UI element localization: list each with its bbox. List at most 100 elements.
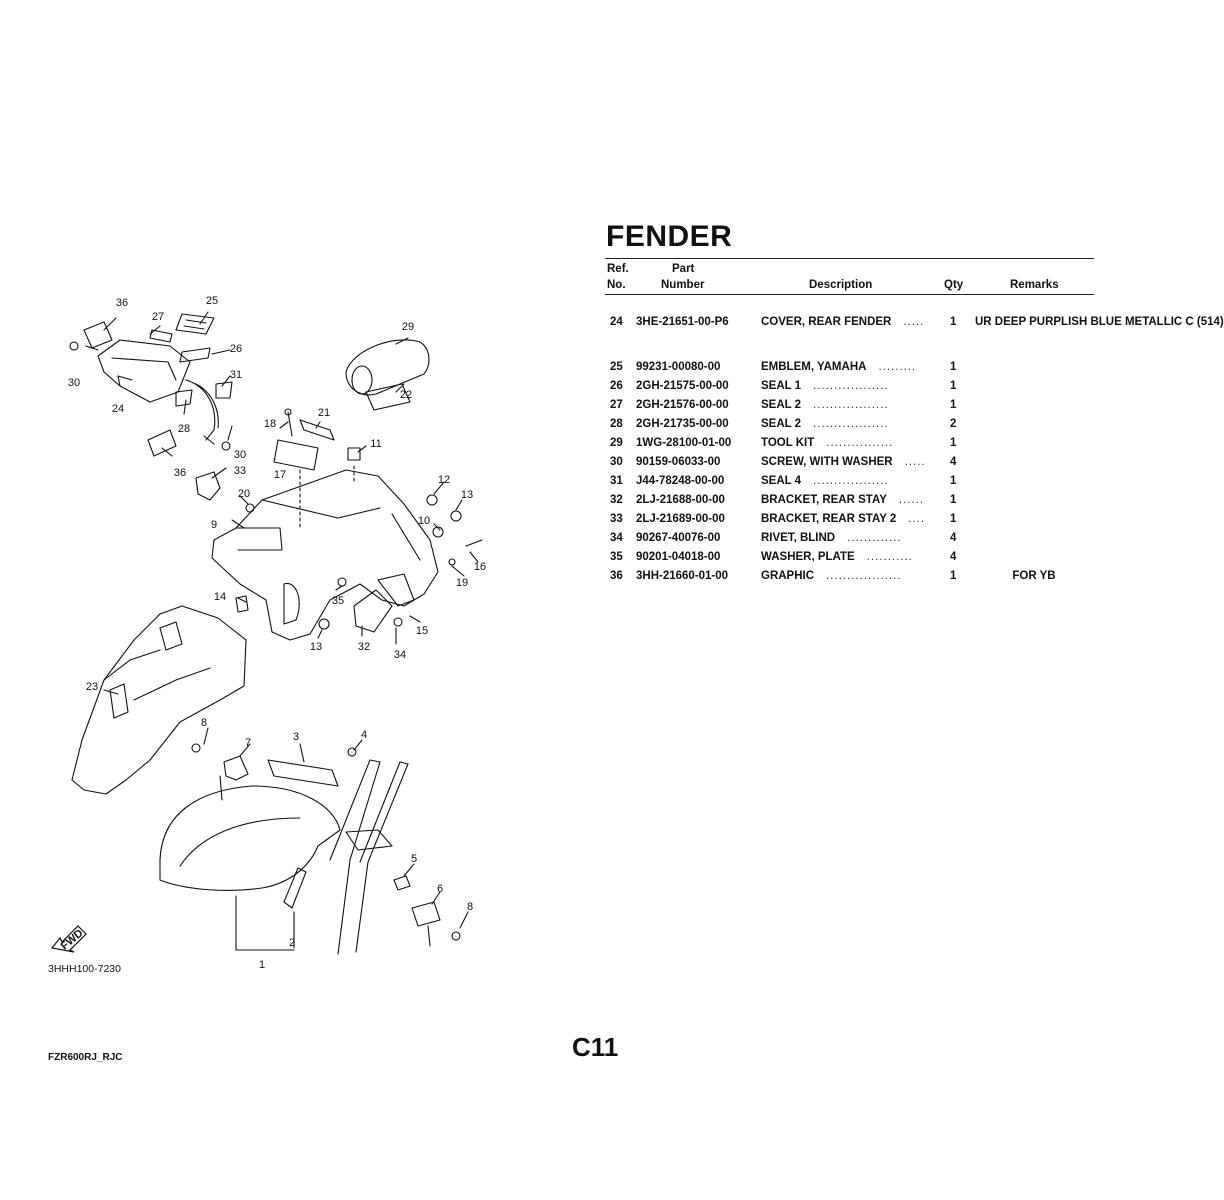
callout-number: 15	[416, 625, 428, 637]
qty-cell: 4	[950, 456, 957, 468]
callout-number: 4	[361, 729, 367, 741]
description-text: RIVET, BLIND	[761, 532, 836, 544]
table-top-rule	[605, 258, 1094, 259]
bolt-8-left	[191, 743, 201, 753]
callout-number: 36	[116, 297, 128, 309]
bracket-6	[411, 901, 441, 927]
header-ref-2: No.	[607, 279, 626, 291]
callout-number: 1	[259, 959, 265, 971]
part-number-cell: 90201-04018-00	[636, 551, 721, 563]
part-number-cell: 2LJ-21688-00-00	[636, 494, 725, 506]
ref-cell: 32	[610, 494, 623, 506]
qty-cell: 4	[950, 532, 957, 544]
ref-cell: 31	[610, 475, 623, 487]
callout-number: 36	[174, 467, 186, 479]
grommet-12	[426, 494, 438, 506]
ref-cell: 29	[610, 437, 623, 449]
description-cell: COVER, REAR FENDER.....	[761, 316, 924, 328]
nut-20	[245, 503, 255, 513]
graphic-decal-lower	[147, 429, 177, 457]
description-text: TOOL KIT	[761, 437, 815, 449]
bolt-13-upper	[450, 510, 462, 522]
description-cell: SEAL 2..................	[761, 418, 889, 430]
header-remarks: Remarks	[1010, 279, 1059, 291]
description-leader-dots: ................	[826, 437, 894, 449]
description-text: SCREW, WITH WASHER	[761, 456, 893, 468]
part-number-cell: 90159-06033-00	[636, 456, 721, 468]
callout-number: 30	[68, 377, 80, 389]
qty-cell: 4	[950, 551, 957, 563]
callout-number: 13	[310, 641, 322, 653]
part-number-cell: 3HE-21651-00-P6	[636, 316, 729, 328]
part-number-cell: 2GH-21735-00-00	[636, 418, 729, 430]
description-leader-dots: .....	[904, 456, 926, 468]
description-leader-dots: ......	[898, 494, 925, 506]
part-number-cell: 2GH-21576-00-00	[636, 399, 729, 411]
ref-cell: 34	[610, 532, 623, 544]
qty-cell: 1	[950, 437, 957, 449]
callout-number: 26	[230, 343, 242, 355]
description-cell: GRAPHIC..................	[761, 570, 902, 582]
ref-cell: 30	[610, 456, 623, 468]
ref-cell: 27	[610, 399, 623, 411]
bracket-15	[377, 573, 415, 607]
callout-number: 24	[112, 403, 124, 415]
callout-number: 8	[201, 717, 207, 729]
damper-11	[347, 447, 361, 461]
description-leader-dots: ..................	[813, 418, 889, 430]
callout-number: 27	[152, 311, 164, 323]
callout-number: 14	[214, 591, 226, 603]
callout-number: 5	[411, 853, 417, 865]
qty-cell: 1	[950, 494, 957, 506]
seal-1	[179, 347, 211, 363]
description-text: COVER, REAR FENDER	[761, 316, 892, 328]
description-cell: BRACKET, REAR STAY......	[761, 494, 924, 506]
description-leader-dots: ..................	[813, 475, 889, 487]
description-leader-dots: .....	[903, 316, 925, 328]
bolt-4	[347, 747, 357, 757]
emblem-yamaha	[175, 313, 215, 335]
callout-number: 35	[332, 595, 344, 607]
callout-number: 31	[230, 369, 242, 381]
reflector	[283, 867, 307, 909]
remarks-cell: FOR YB	[1012, 570, 1056, 582]
description-text: SEAL 2	[761, 418, 802, 430]
tool-kit-case	[365, 383, 411, 411]
front-fender	[159, 785, 341, 891]
callout-number: 33	[234, 465, 246, 477]
table-row: 32 2LJ-21688-00-00 1 BRACKET, REAR STAY....…	[0, 494, 1200, 512]
callout-number: 23	[86, 681, 98, 693]
description-leader-dots: .........	[878, 361, 917, 373]
callout-number: 34	[394, 649, 406, 661]
qty-cell: 1	[950, 475, 957, 487]
cap-5	[393, 875, 411, 891]
callout-number: 30	[234, 449, 246, 461]
remarks-cell: UR DEEP PURPLISH BLUE METALLIC C (514)	[975, 316, 1224, 328]
qty-cell: 1	[950, 399, 957, 411]
description-text: SEAL 1	[761, 380, 802, 392]
description-cell: SEAL 2..................	[761, 399, 889, 411]
callout-number: 20	[238, 488, 250, 500]
ref-cell: 35	[610, 551, 623, 563]
part-number-cell: 1WG-28100-01-00	[636, 437, 732, 449]
ref-cell: 36	[610, 570, 623, 582]
qty-cell: 2	[950, 418, 957, 430]
callout-number: 21	[318, 407, 330, 419]
forward-arrow-icon: FWD	[50, 925, 87, 953]
qty-cell: 1	[950, 316, 957, 328]
seal-2	[149, 329, 173, 343]
callout-number: 32	[358, 641, 370, 653]
callout-number: 22	[400, 389, 412, 401]
callout-number: 11	[370, 438, 381, 450]
callout-number: 10	[418, 515, 430, 527]
callout-number: 29	[402, 321, 414, 333]
callout-number: 25	[206, 295, 218, 307]
